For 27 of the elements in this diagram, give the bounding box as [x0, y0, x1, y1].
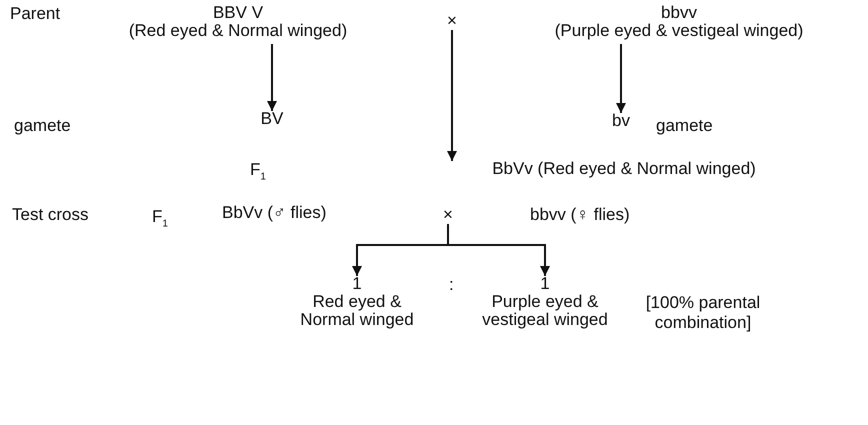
cross-sign: × [440, 206, 456, 224]
phenotype-text: Purple eyed & vestigeal winged [481, 293, 609, 329]
row-label: Parent [10, 4, 60, 24]
genotype-text: bbvv (♀ flies) [530, 205, 630, 225]
phenotype-text: Red eyed & Normal winged [299, 293, 415, 329]
phenotype-text: (Red eyed & Normal winged) [128, 22, 348, 40]
note-text: [100% parental combination] [644, 293, 762, 333]
ratio-number: 1 [351, 275, 363, 293]
row-label: gamete [656, 116, 713, 136]
arrow [447, 224, 550, 276]
gamete-text: BV [252, 110, 292, 128]
genotype-text: BBV V [212, 4, 264, 22]
cross-sign: × [444, 12, 460, 30]
phenotype-text: (Purple eyed & vestigeal winged) [554, 22, 804, 40]
ratio-number: 1 [539, 275, 551, 293]
generation-label: F$_{1}$ [250, 160, 266, 184]
genotype-text: BbVv (♂ flies) [222, 203, 326, 223]
arrow [267, 44, 277, 111]
generation-label: F$_{1}$ [152, 207, 168, 232]
ratio-sign: : [449, 275, 454, 295]
genotype-text: bbvv [660, 4, 698, 22]
row-label: Test cross [12, 205, 89, 225]
arrow [616, 44, 626, 113]
arrow [447, 30, 457, 161]
row-label: gamete [14, 116, 71, 136]
offspring-text: BbVv (Red eyed & Normal winged) [419, 160, 829, 178]
gamete-text: bv [606, 112, 636, 130]
